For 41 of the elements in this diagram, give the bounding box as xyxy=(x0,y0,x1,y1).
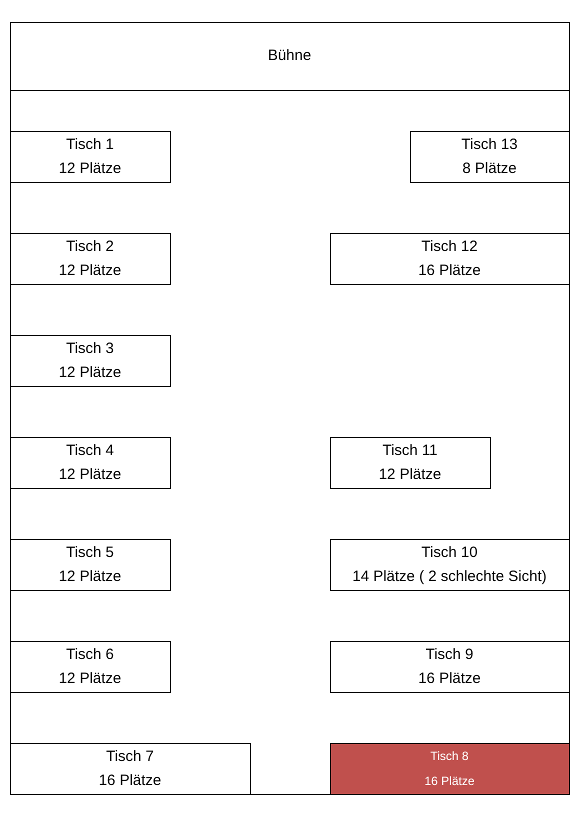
table-box xyxy=(10,640,170,692)
table-name: Tisch 4 xyxy=(66,440,114,460)
table-name: Tisch 5 xyxy=(66,542,114,562)
table-box xyxy=(10,538,170,590)
table-name: Tisch 11 xyxy=(382,440,438,460)
seat-count: 14 Plätze ( 2 schlechte Sicht) xyxy=(352,566,547,586)
table-name: Tisch 1 xyxy=(66,134,114,154)
seat-count: 12 Plätze xyxy=(58,158,122,178)
table-name: Tisch 12 xyxy=(421,236,478,256)
seat-count: 8 Plätze xyxy=(462,158,517,178)
seat-count: 12 Plätze xyxy=(58,464,122,484)
table-name: Tisch 6 xyxy=(66,644,114,664)
seat-count: 12 Plätze xyxy=(58,260,122,280)
table-box xyxy=(10,742,250,794)
table-box xyxy=(10,334,170,386)
table-name: Tisch 7 xyxy=(106,746,154,766)
table-name: Tisch 8 xyxy=(430,748,469,764)
table-box xyxy=(410,130,570,182)
table-box xyxy=(330,538,570,590)
table-name: Tisch 13 xyxy=(461,134,518,154)
table-box xyxy=(330,742,570,794)
seat-count: 16 Plätze xyxy=(418,260,481,280)
table-name: Tisch 2 xyxy=(66,236,114,256)
table-name: Tisch 10 xyxy=(421,542,478,562)
stage-label: Bühne xyxy=(268,46,312,66)
table-box xyxy=(10,436,170,488)
seat-count: 16 Plätze xyxy=(424,772,475,790)
table-name: Tisch 9 xyxy=(426,644,474,664)
seat-count: 12 Plätze xyxy=(58,566,122,586)
seat-count: 16 Plätze xyxy=(98,770,162,790)
table-box xyxy=(10,130,170,182)
table-box xyxy=(330,232,570,284)
seat-count: 12 Plätze xyxy=(378,464,442,484)
room-outline xyxy=(10,22,570,795)
seat-count: 16 Plätze xyxy=(418,668,481,688)
table-box xyxy=(330,436,490,488)
seat-count: 12 Plätze xyxy=(58,362,122,382)
table-name: Tisch 3 xyxy=(66,338,114,358)
seat-count: 12 Plätze xyxy=(58,668,122,688)
table-box xyxy=(10,232,170,284)
table-box xyxy=(330,640,570,692)
